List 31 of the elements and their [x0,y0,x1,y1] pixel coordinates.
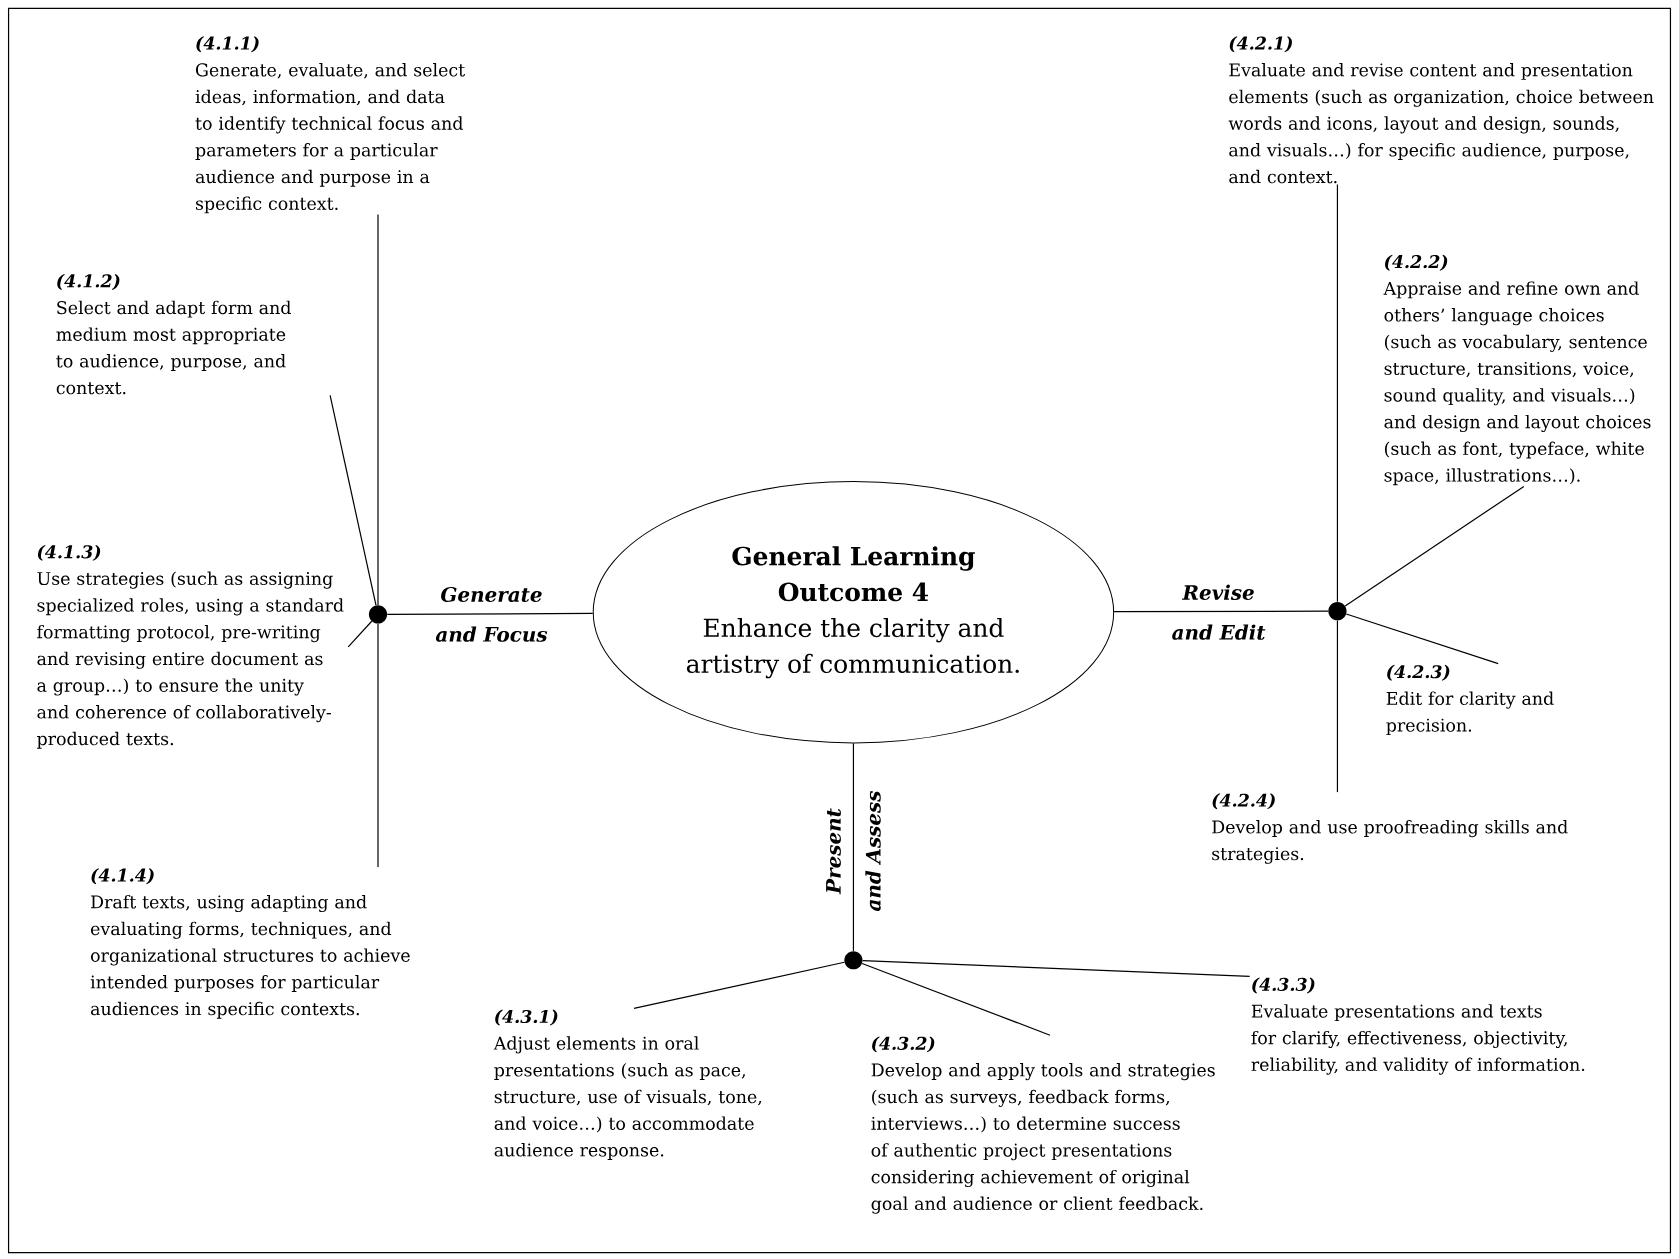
connector-line [347,620,373,648]
outcome-text: (4.3.3) Evaluate presentations and texts for clarify, effectiveness, objectivity, reliability, and validity of information. [1251,977,1585,1075]
outcome-text: (4.1.3) Use strategies (such as assigning specialized roles, using a standard formatting protocol, pre-writing and revising entire document as a group…) to ensure the unity and coherence of collaboratively-produced texts. [37,544,344,749]
connector-line [377,213,379,606]
connector-line [1345,613,1499,665]
edge-label: Present and Assess [826,790,881,911]
outcome-text: (4.1.1) Generate, evaluate, and select ideas, information, and data to identify technical focus and parameters for a particular audience and purpose in a specific context. [195,36,466,214]
junction-dot [844,951,863,970]
outcome-text: (4.3.1) Adjust elements in oral presentations (such as pace, structure, use of visuals, tone, and voice…) to accommodate audience response. [493,1009,762,1160]
connector-line [861,962,1051,1036]
connector-line [1336,619,1339,793]
junction-dot [1328,602,1347,621]
outcome-text: (4.2.2) Appraise and refine own and others’ language choices (such as vocabulary, sentence structure, transitions, voice, sound quality, and visuals…) and design and layout choices (such as font, typeface, white space, illustrations…). [1383,254,1651,486]
edge-label: Revise and Edit [1172,584,1266,640]
connector-line [377,623,379,868]
connector-line [386,612,594,615]
connector-line [852,742,855,952]
outcome-text: (4.2.4) Develop and use proofreading skills and strategies. [1212,793,1568,864]
outcome-text: (4.1.4) Draft texts, using adapting and evaluating forms, techniques, and organizational structures to achieve intended purposes for particular audiences in specific contexts. [90,868,410,1019]
junction-dot [368,605,388,624]
connector-line [633,961,845,1010]
outcome-text: (4.1.2) Select and adapt form and medium most appropriate to audience, purpose, and context. [56,274,291,395]
connector-line [862,960,1251,977]
connector-line [1113,610,1329,613]
outcome-text: (4.2.3) Edit for clarity and precision. [1386,664,1554,736]
outcome-text: (4.2.1) Evaluate and revise content and presentation elements (such as organization, choice between words and icons, layout and design, sounds, and visuals…) for specific audience, purpose, and context. [1228,36,1654,184]
edge-label: Generate and Focus [435,586,548,642]
connector-line [1336,183,1339,603]
outcome-text: (4.3.2) Develop and apply tools and strategies (such as surveys, feedback forms, interviews…) to determine success of authentic project presentations considering achievement of original goal and audience or client feedback. [871,1036,1215,1214]
connector-line [1344,485,1525,607]
connector-line [329,394,377,606]
